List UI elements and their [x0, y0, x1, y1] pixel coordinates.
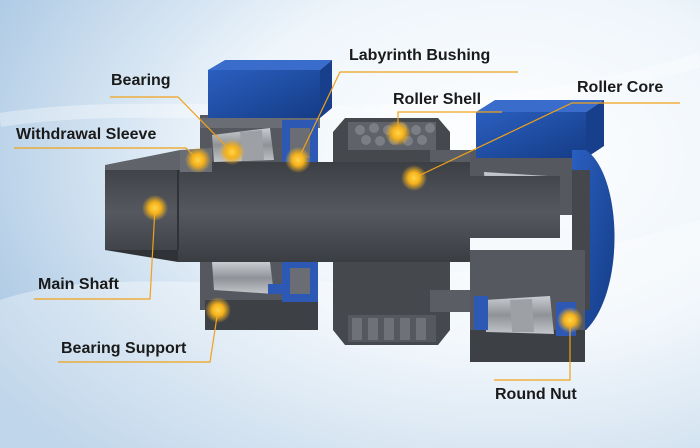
markers [142, 120, 583, 333]
main-shaft [105, 150, 560, 262]
label-labyrinth-bushing: Labyrinth Bushing [349, 47, 491, 64]
leader-round-nut [494, 320, 571, 381]
leader-bearing [110, 96, 233, 153]
left-bearing-lower [200, 255, 318, 330]
label-main-shaft: Main Shaft [38, 276, 119, 293]
label-roller-shell: Roller Shell [393, 91, 482, 108]
leader-roller-core [413, 102, 680, 179]
leader-labyrinth-bushing [297, 71, 518, 161]
label-bearing: Bearing [111, 72, 171, 89]
marker-round-nut [557, 307, 583, 333]
label-roller-core: Roller Core [577, 79, 664, 96]
leader-bearing-support [58, 309, 219, 363]
label-bearing-support: Bearing Support [61, 340, 187, 357]
label-withdrawal-sleeve: Withdrawal Sleeve [16, 126, 157, 143]
label-round-nut: Round Nut [495, 386, 577, 403]
marker-withdrawal-sleeve [185, 147, 211, 173]
marker-labyrinth-bushing [285, 147, 311, 173]
marker-bearing-support [205, 297, 231, 323]
right-bearing-lower [470, 250, 585, 362]
marker-main-shaft [142, 195, 168, 221]
marker-roller-shell [385, 120, 411, 146]
marker-roller-core [401, 165, 427, 191]
marker-bearing [219, 139, 245, 165]
leader-main-shaft [34, 207, 156, 300]
